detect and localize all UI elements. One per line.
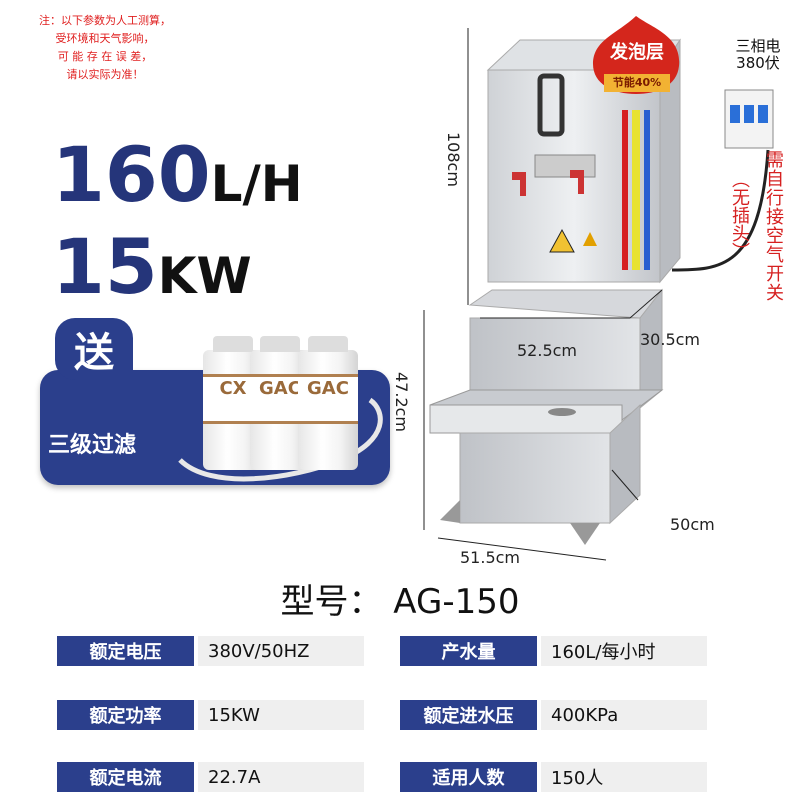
cartridge-cap: [213, 336, 253, 352]
spec-value: 400KPa: [541, 700, 707, 730]
disclaimer-line: 可 能 存 在 误 差，: [57, 50, 153, 63]
filter-cartridge: GAC: [298, 336, 358, 470]
model-number: 型号： AG-150: [280, 582, 520, 622]
spec-value: 15KW: [198, 700, 364, 730]
cartridge-code: CX: [219, 378, 247, 399]
spec-value: 150人: [541, 762, 707, 792]
spec-label: 额定电流: [57, 762, 194, 792]
power-heading: 15KW: [52, 222, 252, 311]
dimension-width-bottom: 51.5cm: [460, 548, 521, 567]
foam-badge-title: 发泡层: [610, 42, 664, 63]
flow-rate-unit: L/H: [210, 155, 303, 213]
cartridge-band: [298, 374, 358, 424]
spec-label: 适用人数: [400, 762, 537, 792]
foam-badge-sub: 节能40%: [604, 74, 670, 92]
spec-label: 额定电压: [57, 636, 194, 666]
gift-badge: 送: [55, 318, 133, 380]
spec-label: 额定功率: [57, 700, 194, 730]
power-value: 15: [52, 222, 158, 311]
breaker-note-paren: （无插头）: [729, 170, 750, 260]
cartridge-code: GAC: [259, 378, 301, 399]
breaker-title-line: 三相电: [735, 37, 781, 55]
cartridge-cap: [260, 336, 300, 352]
dimension-height-top: 108cm: [444, 132, 463, 187]
cartridge-code: GAC: [307, 378, 349, 399]
disclaimer-line: 注：以下参数为人工测算，: [39, 14, 171, 27]
dimension-width-top: 52.5cm: [517, 341, 578, 360]
spec-value: 22.7A: [198, 762, 364, 792]
dimension-depth-top: 30.5cm: [640, 330, 701, 349]
filter-label: 三级过滤: [48, 433, 137, 458]
dimension-depth-bottom: 50cm: [670, 515, 715, 534]
spec-value: 160L/每小时: [541, 636, 707, 666]
breaker-title-line: 380伏: [736, 54, 780, 72]
breaker-title: 三相电 380伏: [728, 38, 788, 72]
spec-label: 额定进水压: [400, 700, 537, 730]
boiler-illustration: [423, 28, 774, 561]
disclaimer-line: 受环境和天气影响，: [55, 32, 155, 45]
flow-rate-heading: 160L/H: [52, 130, 303, 219]
breaker-note: 需自行接空气开关: [763, 150, 784, 302]
power-unit: KW: [157, 247, 252, 305]
disclaimer-line: 请以实际为准！: [66, 68, 144, 81]
spec-label: 产水量: [400, 636, 537, 666]
disclaimer-note: 注：以下参数为人工测算， 受环境和天气影响， 可 能 存 在 误 差， 请以实际…: [20, 12, 190, 84]
cartridge-cap: [308, 336, 348, 352]
dimension-height-stand: 47.2cm: [392, 372, 411, 433]
spec-value: 380V/50HZ: [198, 636, 364, 666]
flow-rate-value: 160: [52, 130, 211, 219]
